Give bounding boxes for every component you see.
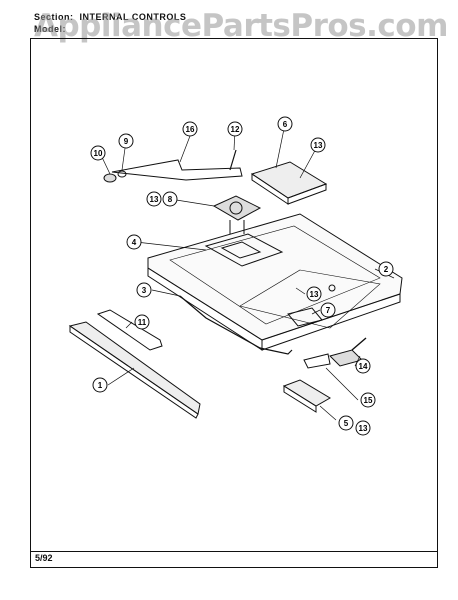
callout-label: 3 — [142, 286, 147, 295]
callout-circle — [306, 286, 322, 302]
callout-label: 12 — [231, 125, 240, 134]
callout-circle — [378, 261, 394, 277]
callout-label: 16 — [186, 125, 195, 134]
callout-circle — [146, 191, 162, 207]
callout-13-bottom: 13 — [355, 420, 371, 436]
rod-part — [179, 295, 293, 355]
callout-7: 7 — [320, 302, 336, 318]
callout-9: 9 — [118, 133, 134, 149]
callout-5: 5 — [338, 415, 354, 431]
callout-label: 4 — [132, 238, 137, 247]
callout-circle — [355, 358, 371, 374]
callout-circle — [90, 145, 106, 161]
long-bar-part — [68, 321, 201, 419]
callout-6: 6 — [277, 116, 293, 132]
plate-part — [287, 307, 323, 327]
callout-1: 1 — [92, 377, 108, 393]
callout-15: 15 — [360, 392, 376, 408]
callout-circle — [310, 137, 326, 153]
clip-part — [303, 353, 331, 369]
callout-label: 9 — [124, 137, 129, 146]
section-line: Section: INTERNAL CONTROLS — [34, 12, 186, 22]
callout-label: 7 — [326, 306, 331, 315]
callout-circle — [338, 415, 354, 431]
section-label: Section: — [34, 12, 74, 22]
callout-circle — [355, 420, 371, 436]
component-board — [250, 161, 328, 205]
callout-label: 15 — [364, 396, 373, 405]
base-panel — [147, 213, 403, 351]
block-part — [282, 379, 331, 413]
callout-circle — [162, 191, 178, 207]
callout-label: 8 — [168, 195, 173, 204]
knob-part — [103, 173, 117, 183]
revision-date: 5/92 — [35, 553, 53, 563]
callout-circle — [136, 282, 152, 298]
callout-label: 13 — [314, 141, 323, 150]
section-header: Section: INTERNAL CONTROLS Model: — [34, 12, 434, 38]
model-label: Model: — [34, 24, 66, 34]
callout-2: 2 — [378, 261, 394, 277]
callout-label: 2 — [384, 265, 389, 274]
bracket-part — [204, 233, 284, 267]
callout-13-8: 13 — [146, 191, 162, 207]
lever-tip — [229, 149, 237, 171]
callout-label: 6 — [283, 120, 288, 129]
callout-circle — [277, 116, 293, 132]
callout-label: 5 — [344, 419, 349, 428]
strip-part — [96, 309, 163, 351]
callout-circle — [118, 133, 134, 149]
mechanism-part — [212, 195, 262, 234]
callout-label: 13 — [310, 290, 319, 299]
footer-bar: 5/92 — [30, 552, 438, 568]
cap-part — [117, 170, 127, 178]
switch-part — [329, 337, 367, 367]
callout-12: 12 — [227, 121, 243, 137]
callout-circle — [227, 121, 243, 137]
model-line: Model: — [34, 24, 72, 34]
callout-8: 8 — [162, 191, 178, 207]
callout-circle — [320, 302, 336, 318]
callout-label: 13 — [359, 424, 368, 433]
callout-circle — [360, 392, 376, 408]
callout-label: 10 — [94, 149, 103, 158]
callout-label: 13 — [150, 195, 159, 204]
callout-circle — [126, 234, 142, 250]
callout-13-mid: 13 — [306, 286, 322, 302]
callout-3: 3 — [136, 282, 152, 298]
callout-16: 16 — [182, 121, 198, 137]
callout-circle — [92, 377, 108, 393]
lever-part — [111, 159, 243, 181]
callout-circle — [134, 314, 150, 330]
callout-13-top: 13 — [310, 137, 326, 153]
callout-label: 11 — [138, 318, 147, 327]
section-value: INTERNAL CONTROLS — [79, 12, 187, 22]
callout-label: 1 — [98, 381, 103, 390]
callout-10: 10 — [90, 145, 106, 161]
diagram-frame — [30, 38, 438, 552]
callout-label: 14 — [359, 362, 368, 371]
callout-14: 14 — [355, 358, 371, 374]
callout-4: 4 — [126, 234, 142, 250]
callout-circle — [182, 121, 198, 137]
callout-11: 11 — [134, 314, 150, 330]
